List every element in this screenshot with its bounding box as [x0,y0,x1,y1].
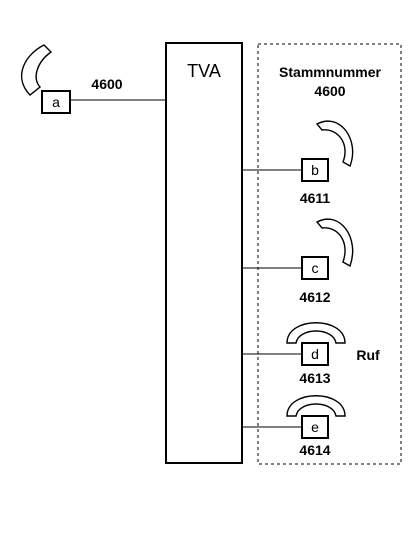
phone-b-box [301,158,329,182]
phone-b-number: 4611 [300,190,331,206]
phone-a-letter: a [52,94,60,110]
phone-d-letter: d [311,346,319,362]
phone-d-number: 4613 [299,370,330,386]
phone-e-box [301,415,329,439]
handset-c-icon [315,218,354,268]
phone-a-box [41,90,71,114]
tva-box [165,42,243,464]
handset-e-icon [286,395,346,417]
ring-label: Ruf [356,347,380,363]
handset-d-icon [286,322,346,344]
group-number: 4600 [314,83,345,99]
phone-e-number: 4614 [299,442,330,458]
tva-label: TVA [187,61,221,81]
phone-d-box [301,342,329,366]
phone-c-box [301,256,329,280]
phone-c-number: 4612 [299,289,330,305]
phone-b-letter: b [311,162,319,178]
external-number: 4600 [91,76,122,92]
group-title: Stammnummer [279,64,381,80]
phone-c-letter: c [312,260,319,276]
handset-a-icon [20,44,53,96]
handset-b-icon [315,120,354,168]
phone-e-letter: e [311,419,319,435]
